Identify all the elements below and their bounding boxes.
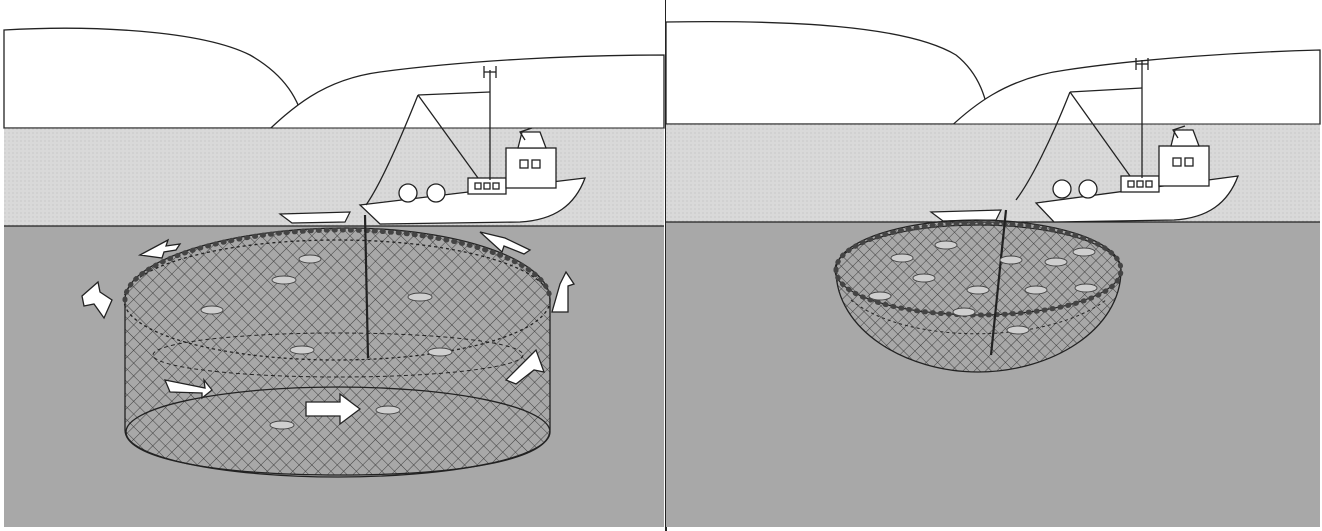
panel-net-pursed xyxy=(666,0,1322,531)
skiff xyxy=(280,212,350,223)
sea-surface xyxy=(4,128,664,226)
skiff xyxy=(931,210,1001,221)
net-setting-illustration xyxy=(0,0,666,531)
net-pursed-illustration xyxy=(666,0,1322,531)
sea-surface xyxy=(666,124,1320,222)
purse-seine-net-open xyxy=(124,215,550,477)
panel-net-setting xyxy=(0,0,666,531)
